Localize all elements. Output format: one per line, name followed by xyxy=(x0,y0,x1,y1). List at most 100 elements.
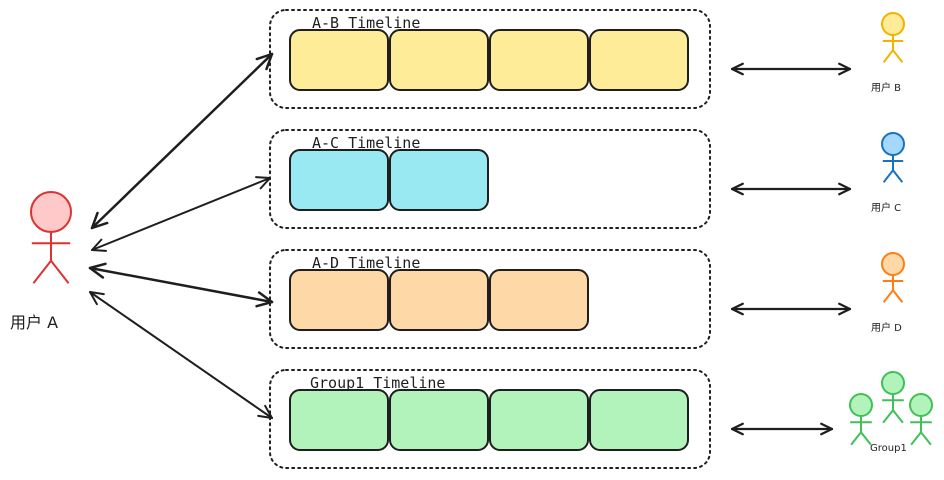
head xyxy=(30,191,72,233)
right-leg xyxy=(892,289,904,303)
peer-b-label: 用户 B xyxy=(871,81,901,94)
timeline-ad: A-D Timeline xyxy=(269,249,711,349)
right-leg xyxy=(920,431,932,446)
right-leg xyxy=(892,409,904,424)
timeline-ad-messages xyxy=(289,269,589,331)
arrow-head xyxy=(257,404,273,419)
right-leg xyxy=(892,169,904,183)
message-block xyxy=(389,29,489,91)
left-leg xyxy=(850,431,862,446)
peer-group1-label: Group1 xyxy=(870,443,907,454)
arrow-head xyxy=(820,422,834,436)
arrow-shaft xyxy=(90,52,274,230)
arrow-head xyxy=(89,291,105,306)
arrow-head xyxy=(255,291,274,308)
right-leg xyxy=(860,431,872,446)
head xyxy=(881,371,905,395)
arrow-head xyxy=(838,62,852,76)
left-leg xyxy=(882,49,894,63)
head xyxy=(881,12,905,36)
user-b-icon xyxy=(881,12,905,63)
timeline-group1-messages xyxy=(289,389,689,451)
left-leg xyxy=(32,260,52,284)
arrow-head xyxy=(730,182,744,196)
peer-d: 用户 D xyxy=(871,252,905,334)
message-block xyxy=(389,149,489,211)
arrow-head xyxy=(91,238,107,252)
timeline-ac: A-C Timeline xyxy=(269,129,711,229)
group-member-left xyxy=(849,393,873,446)
arrow-head xyxy=(730,62,744,76)
message-block xyxy=(289,389,389,451)
message-block xyxy=(489,389,589,451)
message-block xyxy=(389,389,489,451)
message-block xyxy=(389,269,489,331)
arrow-head xyxy=(255,52,274,71)
peer-b: 用户 B xyxy=(871,12,905,94)
user-a-arrows xyxy=(88,52,274,419)
group-member-right xyxy=(909,393,933,446)
user-a-figure xyxy=(30,191,72,284)
message-block xyxy=(289,269,389,331)
left-leg xyxy=(910,431,922,446)
user-d-icon xyxy=(881,252,905,303)
arrow-head xyxy=(838,182,852,196)
right-leg xyxy=(892,49,904,63)
arrow-timeline-to-peer-3 xyxy=(730,302,852,316)
arrow-head xyxy=(90,211,109,230)
peer-figure xyxy=(881,12,905,63)
peer-figure xyxy=(881,252,905,303)
message-block xyxy=(289,149,389,211)
arrow-timeline-to-peer-1 xyxy=(730,62,852,76)
timeline-ad-frame xyxy=(269,249,711,349)
timeline-group1-frame xyxy=(269,369,711,469)
timeline-ab-frame xyxy=(269,9,711,109)
arrow-head xyxy=(730,422,744,436)
peer-c-label: 用户 C xyxy=(871,201,901,214)
timeline-ad-title: A-D Timeline xyxy=(312,254,420,272)
timeline-ac-title: A-C Timeline xyxy=(312,134,420,152)
timeline-group1: Group1 Timeline xyxy=(269,369,711,469)
user-c-icon xyxy=(881,132,905,183)
peer-arrows xyxy=(730,62,852,436)
left-leg xyxy=(882,409,894,424)
message-block xyxy=(489,29,589,91)
arrow-head xyxy=(730,302,744,316)
arrow-timeline-to-peer-2 xyxy=(730,182,852,196)
peer-figure xyxy=(881,132,905,183)
arrow-timeline-to-peer-4 xyxy=(730,422,834,436)
left-leg xyxy=(882,289,894,303)
head xyxy=(909,393,933,417)
group-users-icon xyxy=(849,371,933,446)
arrow-head xyxy=(88,262,107,279)
left-leg xyxy=(882,169,894,183)
user-a-icon xyxy=(30,191,72,284)
arrow-a-to-group1 xyxy=(89,291,273,419)
message-block xyxy=(489,269,589,331)
message-block xyxy=(289,29,389,91)
arrow-a-to-ab xyxy=(90,52,274,230)
timeline-ac-frame xyxy=(269,129,711,229)
arrow-shaft xyxy=(91,177,271,251)
timeline-ab: A-B Timeline xyxy=(269,9,711,109)
user-a-label: 用户 A xyxy=(10,313,58,332)
right-leg xyxy=(50,260,70,284)
arrow-shaft xyxy=(88,266,274,304)
message-block xyxy=(589,29,689,91)
message-block xyxy=(589,389,689,451)
group-member-center xyxy=(881,371,905,424)
peer-group1: Group1 xyxy=(849,371,933,454)
head xyxy=(881,252,905,276)
head xyxy=(881,132,905,156)
arrow-shaft xyxy=(89,291,273,419)
timeline-group1-title: Group1 Timeline xyxy=(310,374,445,392)
head xyxy=(849,393,873,417)
arrow-a-to-ad xyxy=(88,262,274,308)
timeline-ab-title: A-B Timeline xyxy=(312,14,420,32)
peer-c: 用户 C xyxy=(871,132,905,214)
arrow-a-to-ac xyxy=(91,176,271,252)
arrow-head xyxy=(838,302,852,316)
user-a: 用户 A xyxy=(10,191,72,332)
timeline-ac-messages xyxy=(289,149,489,211)
